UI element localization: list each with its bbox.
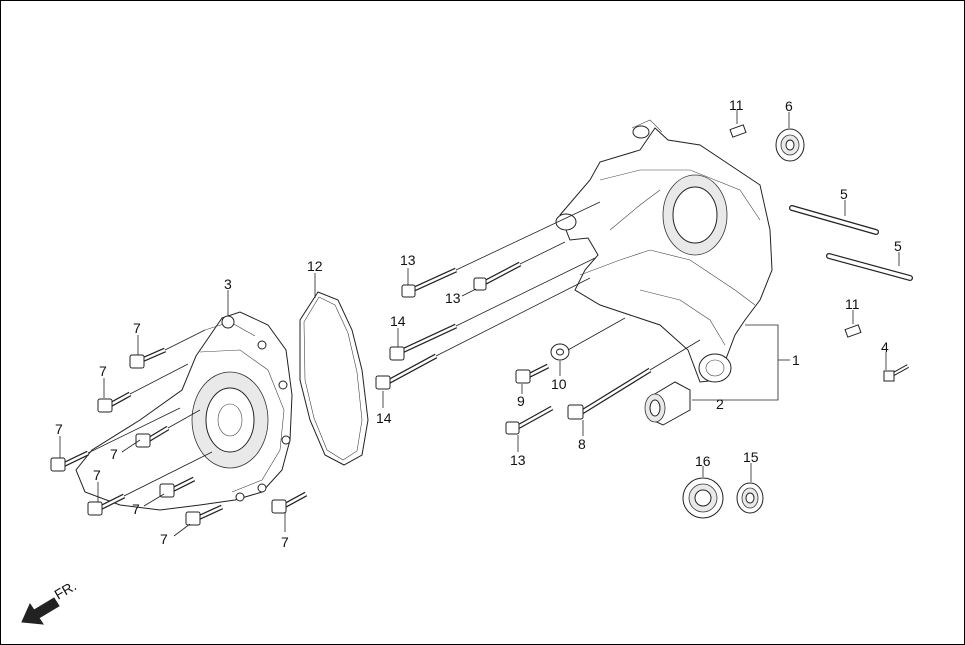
callout-7b: 7	[99, 363, 107, 379]
bolt-7g	[185, 504, 224, 526]
callout-6: 6	[785, 98, 793, 114]
cover-gasket	[299, 291, 369, 466]
bolt-7e	[159, 476, 196, 498]
bolt-7h	[271, 491, 308, 514]
callout-13a: 13	[400, 252, 416, 268]
callout-7g: 7	[160, 531, 168, 547]
callout-15: 15	[743, 449, 759, 465]
bolt-13b	[473, 261, 522, 291]
bearing-16	[682, 477, 724, 519]
bolt-7a	[129, 347, 166, 369]
callout-13c: 13	[510, 452, 526, 468]
callout-1: 1	[792, 352, 800, 368]
callout-7f: 7	[132, 501, 140, 517]
callout-16: 16	[695, 453, 711, 469]
callout-5a: 5	[840, 186, 848, 202]
callout-5b: 5	[894, 238, 902, 254]
callout-7h: 7	[281, 534, 289, 550]
callout-9: 9	[517, 393, 525, 409]
bolt-7f	[87, 493, 126, 516]
callout-10: 10	[551, 376, 567, 392]
stud-5b	[826, 253, 913, 281]
front-marker-label: FR.	[52, 577, 80, 602]
stud-5a	[789, 205, 879, 235]
washer-10	[550, 343, 570, 361]
front-direction-arrow	[21, 597, 60, 625]
callout-11b: 11	[845, 296, 860, 312]
bolt-13a	[401, 267, 458, 298]
bushing	[644, 381, 691, 426]
crankcase	[555, 119, 773, 383]
bolt-14a	[389, 323, 458, 361]
callout-4: 4	[881, 339, 889, 355]
callout-14a: 14	[390, 313, 406, 329]
bolt-14b	[375, 353, 438, 390]
callout-14b: 14	[376, 410, 392, 426]
side-cover	[75, 311, 293, 511]
callout-3: 3	[224, 276, 232, 292]
callout-7d: 7	[110, 446, 118, 462]
seal-15	[736, 482, 764, 514]
callout-7c: 7	[55, 421, 63, 437]
callout-12: 12	[307, 258, 323, 274]
callout-7a: 7	[133, 320, 141, 336]
callout-7e: 7	[93, 467, 101, 483]
dowel-pin-11b	[844, 324, 862, 338]
bolt-7c	[135, 425, 170, 448]
callout-11a: 11	[729, 97, 744, 113]
callout-8: 8	[578, 436, 586, 452]
dowel-pin-11a	[729, 124, 747, 138]
callout-2: 2	[716, 396, 724, 412]
bolt-9	[515, 363, 550, 384]
callout-labels: 1 2 3 4 5 5 6 7 7 7 7 7 7 7 7 8 9 10 11 …	[55, 97, 902, 550]
oil-seal-6	[775, 128, 805, 162]
bolt-4	[883, 364, 909, 382]
bolt-7d	[50, 450, 90, 472]
leader-lines	[59, 110, 900, 537]
bolt-13c	[505, 405, 554, 435]
bolt-7b	[97, 391, 132, 413]
bolt-8	[567, 367, 652, 420]
callout-13b: 13	[445, 290, 461, 306]
